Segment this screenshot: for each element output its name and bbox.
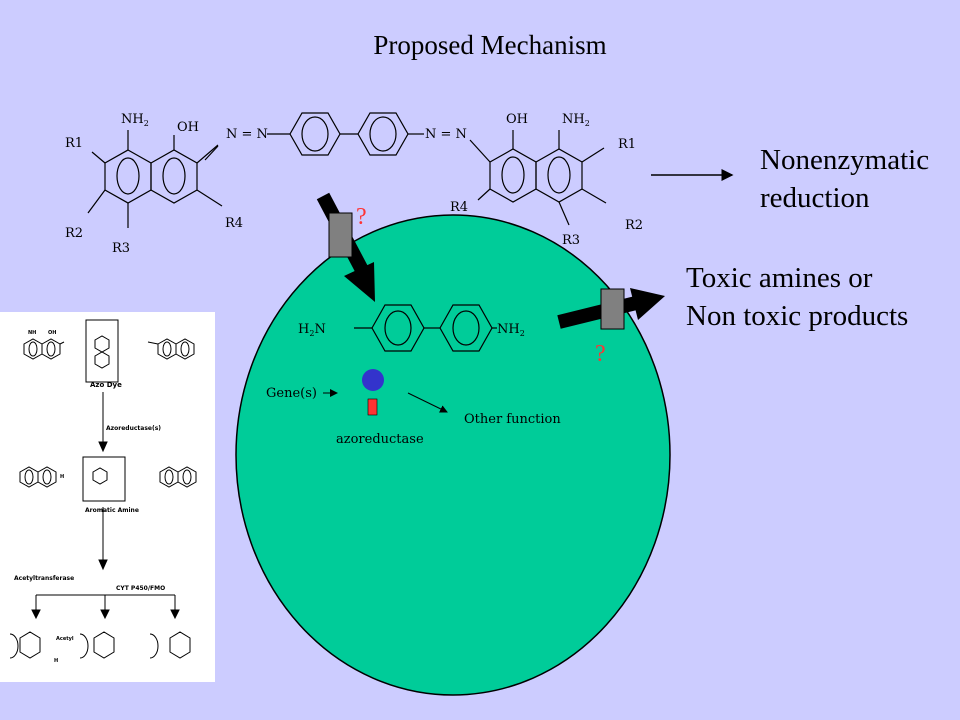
right-r3-label: R3 (562, 233, 580, 248)
azo-left-label: N = N (226, 127, 268, 142)
cell-body (235, 214, 671, 696)
exit-arrow (557, 288, 665, 329)
azo-right-label: N = N (425, 127, 467, 142)
right-oh-label: OH (506, 112, 528, 127)
inset-nh2-label: NH (28, 330, 36, 336)
genes-label: Gene(s) (266, 386, 317, 401)
left-r4-label: R4 (225, 216, 243, 231)
inset-cyp-label: CYT P450/FMO (116, 585, 165, 592)
benzidine-core (204, 112, 491, 163)
right-naphthalene (477, 130, 607, 226)
pathway-inset: Azo Dye Azoreductase(s) Aromatic Amine A… (0, 312, 215, 682)
inset-oh-label: OH (48, 330, 56, 336)
inset-azo-dye-label: Azo Dye (90, 381, 122, 389)
left-r1-label: R1 (65, 136, 83, 151)
cell-nh2-label: NH2 (497, 322, 525, 338)
cell-h2n-label: H2N (298, 322, 326, 338)
toxic-products-label: Toxic amines or Non toxic products (686, 259, 908, 335)
inset-h2n-label: H (60, 474, 64, 480)
right-r1-label: R1 (618, 137, 636, 152)
exit-channel (600, 288, 625, 330)
azoreductase-label: azoreductase (336, 432, 424, 447)
left-r3-label: R3 (112, 241, 130, 256)
cell-benzidine (354, 304, 497, 352)
entry-question-mark: ? (356, 204, 367, 230)
azoreductase-enzyme-dot (362, 369, 384, 391)
inset-aromatic-amine-label: Aromatic Amine (85, 507, 139, 514)
nonenzymatic-line2: reduction (760, 182, 870, 214)
inset-acetyl-label: Acetyl (56, 636, 74, 642)
right-r4-label: R4 (450, 200, 468, 215)
slide-title: Proposed Mechanism (373, 30, 607, 60)
other-function-label: Other function (464, 412, 561, 427)
entry-channel (328, 212, 353, 258)
left-naphthalene (87, 130, 223, 228)
left-r2-label: R2 (65, 226, 83, 241)
gene-bar (367, 398, 378, 416)
nonenzymatic-label: Nonenzymatic reduction (760, 141, 929, 217)
inset-h-label: H (54, 658, 58, 664)
right-r2-label: R2 (625, 218, 643, 233)
inset-azoreductase-label: Azoreductase(s) (106, 425, 161, 432)
other-function-arrow (407, 392, 448, 413)
nonenzymatic-line1: Nonenzymatic (760, 144, 930, 176)
exit-question-mark: ? (595, 341, 606, 367)
pathway-inset-figure: Azo Dye Azoreductase(s) Aromatic Amine A… (9, 319, 197, 664)
left-oh-label: OH (177, 120, 199, 135)
toxic-line2: Non toxic products (686, 300, 909, 332)
left-nh2-label: NH2 (121, 112, 149, 128)
inset-acetyltransferase-label: Acetyltransferase (14, 575, 74, 582)
right-nh2-label: NH2 (562, 112, 590, 128)
toxic-line1: Toxic amines or (686, 262, 873, 294)
